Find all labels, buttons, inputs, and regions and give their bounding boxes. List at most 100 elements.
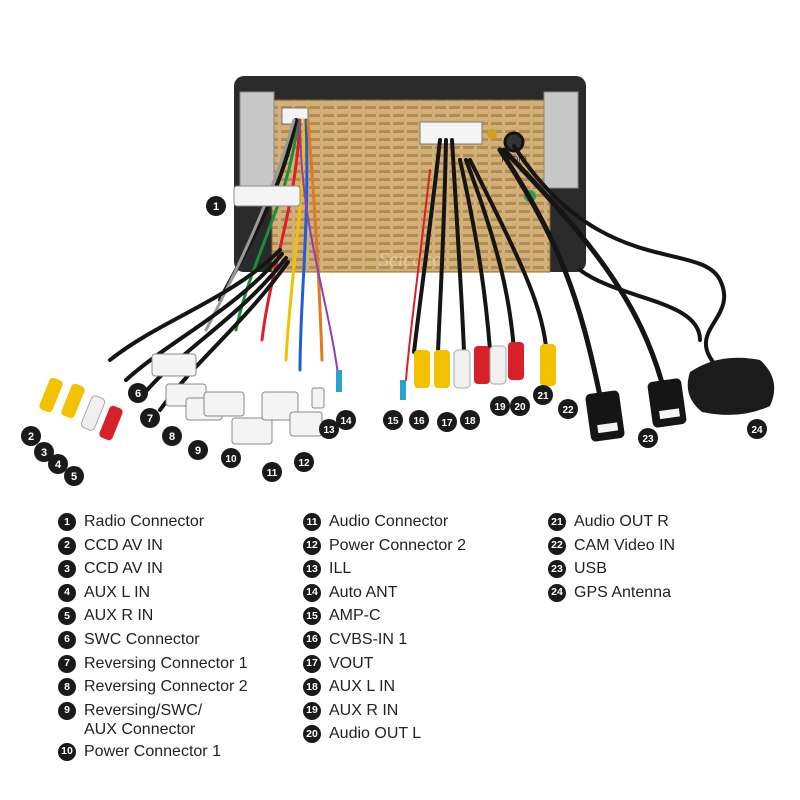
callout-badge — [409, 410, 429, 430]
legend-number-badge: 24 — [548, 583, 566, 602]
legend-number-badge: 10 — [58, 742, 76, 761]
callout-badge — [128, 383, 148, 403]
callout-number: 8 — [169, 431, 175, 443]
legend-label: AUX L IN — [84, 583, 151, 601]
ccd-rca-plugs — [39, 377, 123, 441]
rca-plug-red — [508, 342, 524, 380]
callout-17: 17 — [437, 412, 457, 432]
callout-badge — [437, 412, 457, 432]
callout-badge — [490, 396, 510, 416]
rca-plug-yellow — [61, 383, 85, 419]
callout-number: 19 — [494, 402, 506, 413]
callout-6: 6 — [128, 383, 148, 403]
legend-number-badge: 23 — [548, 560, 566, 579]
legend-number-badge: 6 — [58, 630, 76, 649]
watermark: Seicane — [379, 249, 441, 271]
cable — [468, 158, 548, 348]
callout-badge — [206, 196, 226, 216]
callout-21: 21 — [533, 385, 553, 405]
callout-number: 24 — [751, 425, 763, 436]
swc-connector — [151, 353, 197, 377]
power-connector-2 — [289, 411, 323, 437]
legend-item: 10 Power Connector 1 — [58, 742, 248, 766]
callout-number: 22 — [562, 405, 574, 416]
callout-number: 16 — [413, 416, 425, 427]
auto-ant-pin — [336, 370, 342, 392]
callout-22: 22 — [558, 399, 578, 419]
callout-18: 18 — [460, 410, 480, 430]
cable — [108, 248, 282, 362]
legend-number-badge: 21 — [548, 513, 566, 531]
callout-badge — [558, 399, 578, 419]
rca-plug-yellow — [414, 350, 430, 388]
legend-number-badge: 7 — [58, 654, 76, 673]
legend-number-badge: 14 — [303, 583, 321, 602]
legend-label: AMP-C — [329, 607, 381, 625]
callout-7: 7 — [140, 408, 160, 428]
usb-port — [659, 408, 680, 420]
callout-badge — [34, 442, 54, 462]
legend-label: Reversing Connector 2 — [84, 678, 248, 696]
callout-number: 5 — [71, 471, 77, 483]
callout-13: 13 — [319, 419, 339, 439]
legend-label: AUX R IN — [329, 701, 399, 719]
callout-3: 3 — [34, 442, 54, 462]
callout-number: 18 — [464, 416, 476, 427]
cable — [578, 268, 702, 342]
legend-item: 24 GPS Antenna — [548, 583, 675, 607]
callout-badge — [162, 426, 182, 446]
cable — [497, 147, 603, 399]
callout-number: 2 — [28, 431, 34, 443]
callout-9: 9 — [188, 440, 208, 460]
callout-badge — [140, 408, 160, 428]
cable — [124, 252, 284, 382]
callout-number: 21 — [537, 391, 549, 402]
legend-number-badge: 17 — [303, 654, 321, 673]
legend-label: CVBS-IN 1 — [329, 630, 408, 648]
legend-number-badge: 13 — [303, 560, 321, 579]
legend-label: GPS Antenna — [574, 583, 671, 601]
callout-15: 15 — [383, 410, 403, 430]
callout-5: 5 — [64, 466, 84, 486]
callout-number: 14 — [340, 416, 352, 427]
left-mounting-bracket — [239, 91, 275, 189]
callout-number: 11 — [267, 468, 278, 479]
legend-number-badge: 22 — [548, 536, 566, 555]
legend-item: 19 AUX R IN — [303, 701, 466, 725]
callout-badge — [48, 454, 68, 474]
reversing-swc-aux-connector — [203, 391, 245, 417]
legend-label: CAM Video IN — [574, 536, 676, 554]
legend-label: Power Connector 1 — [84, 742, 221, 760]
gps-socket — [487, 129, 497, 139]
power-connector-1 — [231, 417, 273, 445]
legend-number-badge: 11 — [303, 513, 321, 531]
cable — [458, 158, 492, 352]
callout-number: 13 — [323, 425, 335, 436]
legend-number-badge: 19 — [303, 701, 321, 720]
callout-12: 12 — [294, 452, 314, 472]
cable — [299, 119, 341, 391]
legend-label: Auto ANT — [329, 583, 398, 601]
right-mounting-bracket — [543, 91, 579, 189]
legend-label: Audio OUT L — [329, 725, 422, 743]
callout-number: 7 — [147, 413, 153, 425]
cable — [298, 118, 309, 372]
callout-badge — [221, 448, 241, 468]
callout-number: 9 — [195, 445, 201, 457]
legend-item: 13 ILL — [303, 559, 466, 583]
legend-number-badge: 20 — [303, 725, 321, 744]
legend-label: CCD AV IN — [84, 536, 163, 554]
legend-number-badge: 4 — [58, 583, 76, 602]
legend-label: ILL — [329, 560, 352, 578]
callout-badge — [533, 385, 553, 405]
legend-number-badge: 18 — [303, 678, 321, 697]
cable — [284, 118, 306, 362]
